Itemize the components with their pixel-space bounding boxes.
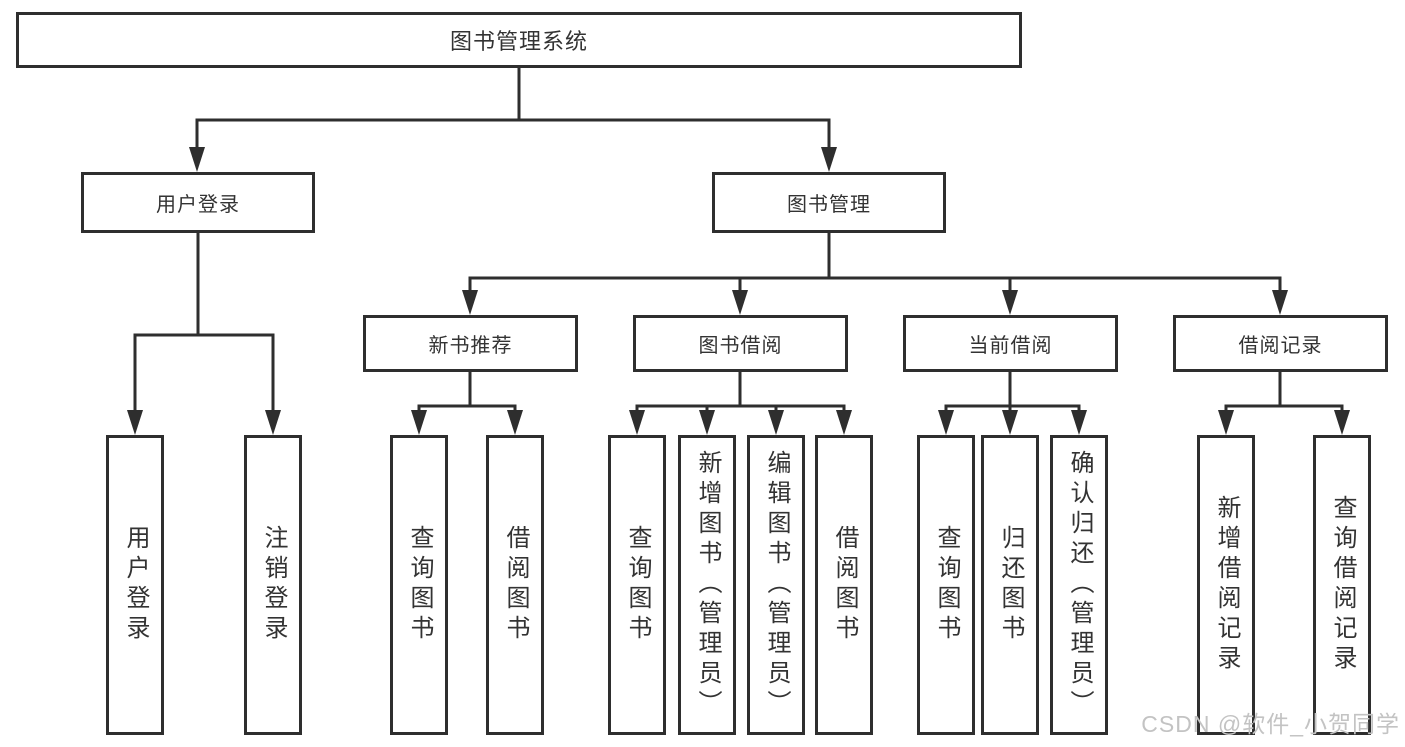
leaf-node-query-borrow-record: 查询借阅记录 <box>1313 435 1371 735</box>
node-book-borrow-label: 图书借阅 <box>698 335 783 357</box>
node-current-borrow: 当前借阅 <box>903 315 1118 372</box>
leaf-label: 归还图书 <box>997 525 1024 645</box>
node-borrow-records: 借阅记录 <box>1173 315 1388 372</box>
node-book-borrow: 图书借阅 <box>633 315 848 372</box>
root-node-label: 图书管理系统 <box>449 29 588 54</box>
leaf-label: 确认归还（管理员） <box>1066 450 1093 720</box>
leaf-node-add-books-admin: 新增图书（管理员） <box>678 435 736 735</box>
leaf-label: 借阅图书 <box>831 525 858 645</box>
leaf-node-confirm-return-admin: 确认归还（管理员） <box>1050 435 1108 735</box>
leaf-node-add-borrow-record: 新增借阅记录 <box>1197 435 1255 735</box>
leaf-node-query-books-2: 查询图书 <box>608 435 666 735</box>
root-node-library-management-system: 图书管理系统 <box>16 12 1022 68</box>
leaf-label: 借阅图书 <box>502 525 529 645</box>
leaf-label: 注销登录 <box>260 525 287 645</box>
leaf-node-borrow-books-2: 借阅图书 <box>815 435 873 735</box>
node-new-book-recommend: 新书推荐 <box>363 315 578 372</box>
leaf-label: 查询借阅记录 <box>1329 495 1356 675</box>
leaf-node-borrow-books-1: 借阅图书 <box>486 435 544 735</box>
leaf-label: 新增图书（管理员） <box>694 450 721 720</box>
node-new-book-recommend-label: 新书推荐 <box>428 335 513 357</box>
leaf-node-query-books-3: 查询图书 <box>917 435 975 735</box>
node-current-borrow-label: 当前借阅 <box>968 335 1053 357</box>
leaf-label: 查询图书 <box>933 525 960 645</box>
leaf-label: 查询图书 <box>406 525 433 645</box>
node-borrow-records-label: 借阅记录 <box>1238 335 1323 357</box>
node-book-management-label: 图书管理 <box>787 194 871 216</box>
leaf-node-user-login: 用户登录 <box>106 435 164 735</box>
leaf-node-edit-books-admin: 编辑图书（管理员） <box>747 435 805 735</box>
leaf-label: 编辑图书（管理员） <box>763 450 790 720</box>
leaf-label: 新增借阅记录 <box>1213 495 1240 675</box>
watermark: CSDN @软件_小贺同学 <box>1141 711 1400 737</box>
leaf-node-logout: 注销登录 <box>244 435 302 735</box>
node-user-login: 用户登录 <box>81 172 315 233</box>
node-book-management: 图书管理 <box>712 172 946 233</box>
leaf-node-query-books-1: 查询图书 <box>390 435 448 735</box>
node-user-login-label: 用户登录 <box>156 194 240 216</box>
leaf-node-return-books: 归还图书 <box>981 435 1039 735</box>
leaf-label: 用户登录 <box>122 525 149 645</box>
leaf-label: 查询图书 <box>624 525 651 645</box>
